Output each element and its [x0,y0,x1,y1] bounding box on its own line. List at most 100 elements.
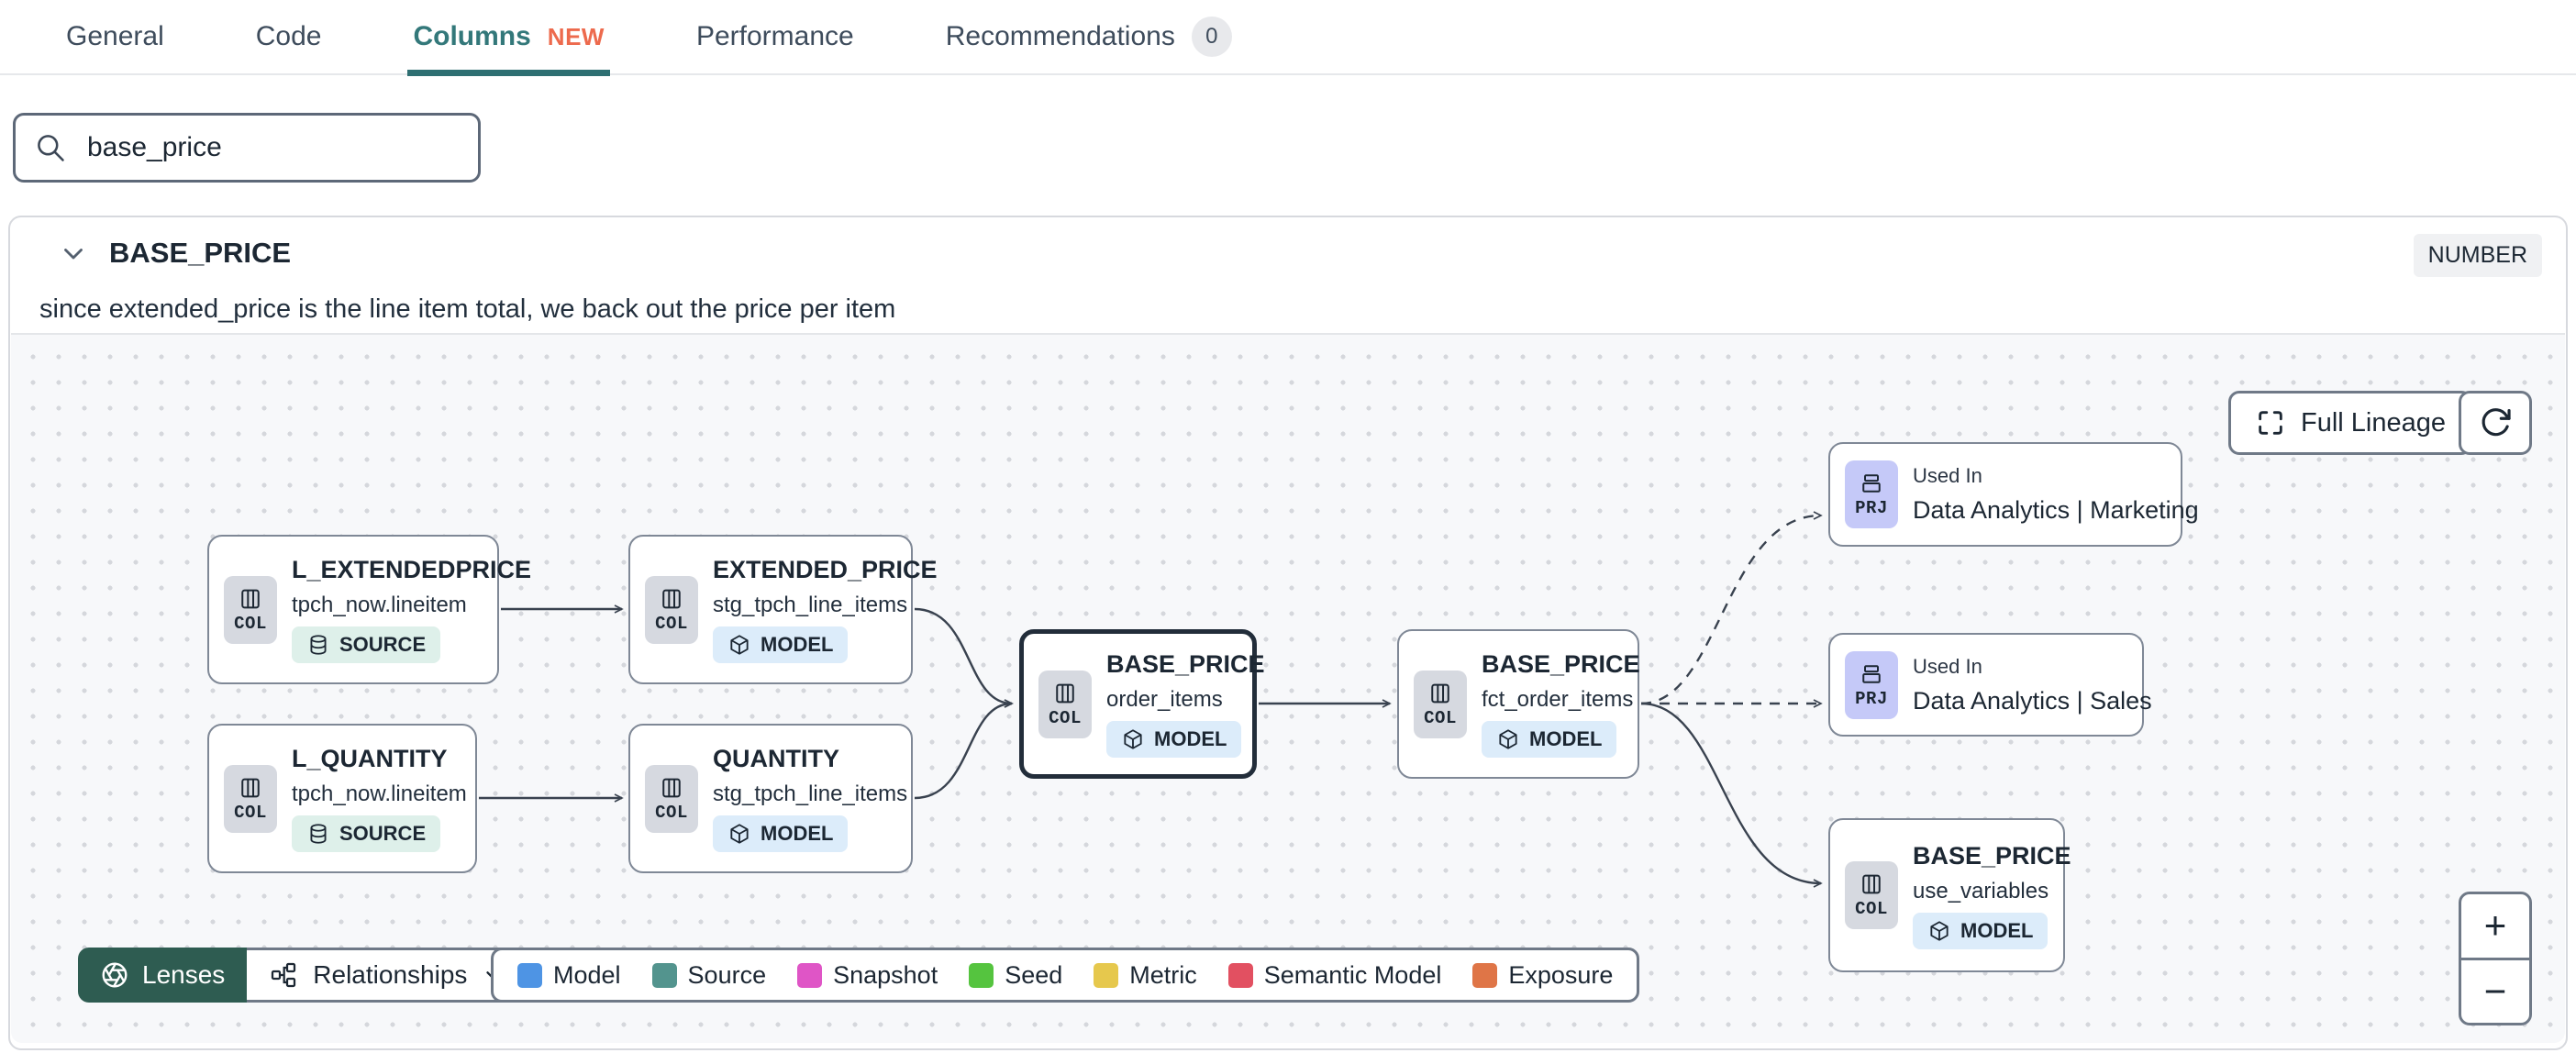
legend-item-metric: Metric [1094,961,1197,990]
node-title: Data Analytics | Sales [1913,686,2152,715]
project-icon [1862,664,1881,683]
legend-swatch [1472,962,1498,988]
tab-code[interactable]: Code [256,0,322,74]
lenses-group: Lenses Relationships [78,948,531,1003]
chip-label: PRJ [1855,498,1888,518]
tab-performance[interactable]: Performance [696,0,854,74]
zoom-in-button[interactable]: + [2461,894,2529,960]
column-chip: COL [1038,670,1092,738]
node-title: BASE_PRICE [1106,650,1265,678]
full-lineage-button[interactable]: Full Lineage [2228,391,2472,455]
model-badge: MODEL [713,815,849,852]
lineage-node-quantity[interactable]: COL QUANTITY stg_tpch_line_items MODEL [628,724,913,873]
lenses-button[interactable]: Lenses [78,948,248,1003]
columns-icon [241,589,260,608]
node-subtitle: order_items [1106,687,1223,712]
tab-general[interactable]: General [66,0,164,74]
chip-label: COL [1855,899,1888,919]
node-title: QUANTITY [713,745,839,772]
column-chip: COL [224,575,277,644]
refresh-button[interactable] [2459,391,2532,455]
node-title: BASE_PRICE [1913,841,2071,870]
legend-swatch [517,962,542,988]
tab-label: Performance [695,21,854,51]
refresh-icon [2482,408,2511,437]
lineage-node-used-in-sales[interactable]: PRJ Used In Data Analytics | Sales [1828,633,2152,737]
column-chip: COL [224,764,277,833]
columns-icon [662,778,681,797]
node-title: L_QUANTITY [292,745,448,772]
lineage-graph[interactable]: COL L_EXTENDEDPRICE tpch_now.lineitem SO… [11,333,2565,1043]
node-subtitle: fct_order_items [1482,687,1634,712]
node-subtitle: tpch_now.lineitem [292,781,467,806]
node-title: L_EXTENDEDPRICE [292,556,532,583]
chevron-down-icon[interactable] [58,238,89,269]
legend-swatch [1094,962,1119,988]
columns-icon [241,778,260,797]
lineage-node-base-price-order-items[interactable]: COL BASE_PRICE order_items MODEL [1019,629,1265,779]
model-badge: MODEL [1482,721,1617,758]
column-chip: COL [645,764,698,833]
zoom-controls: + − [2459,892,2532,1025]
model-badge: MODEL [1106,721,1242,758]
column-description: since extended_price is the line item to… [39,294,896,324]
lineage-legend: Model Source Snapshot Seed Metric Semant… [491,948,1640,1003]
columns-icon [662,589,681,608]
lineage-edges [479,511,1823,888]
lineage-node-base-price-use-variables[interactable]: COL BASE_PRICE use_variables MODEL [1828,818,2071,972]
cube-icon [730,635,749,655]
aperture-icon [102,962,128,988]
used-in-label: Used In [1913,654,1982,678]
legend-item-model: Model [517,961,621,990]
lineage-node-l-quantity[interactable]: COL L_QUANTITY tpch_now.lineitem SOURCE [207,724,477,873]
legend-swatch [651,962,677,988]
column-chip: COL [645,575,698,644]
columns-icon [1431,683,1449,703]
graph-icon [272,962,296,988]
cube-icon [1124,729,1142,749]
database-icon [310,635,327,655]
project-chip: PRJ [1845,650,1898,719]
legend-item-exposure: Exposure [1472,961,1613,990]
chip-label: COL [655,613,688,634]
lineage-node-base-price-fct-order-items[interactable]: COL BASE_PRICE fct_order_items MODEL [1397,629,1640,779]
used-in-label: Used In [1913,464,1982,487]
legend-item-source: Source [651,961,766,990]
search-input[interactable] [87,132,460,163]
tab-recommendations[interactable]: Recommendations 0 [946,0,1232,74]
lineage-node-used-in-marketing[interactable]: PRJ Used In Data Analytics | Marketing [1828,442,2199,547]
project-icon [1862,474,1881,493]
cube-icon [730,824,749,844]
column-search[interactable] [13,113,481,183]
zoom-out-button[interactable]: − [2483,969,2507,1013]
node-subtitle: stg_tpch_line_items [713,593,908,617]
legend-swatch [1227,962,1253,988]
legend-item-semantic-model: Semantic Model [1227,961,1441,990]
tab-columns[interactable]: Columns NEW [407,0,610,76]
tab-label: Columns [413,21,531,51]
legend-swatch [969,962,994,988]
node-title: EXTENDED_PRICE [713,556,938,583]
node-subtitle: use_variables [1913,878,2049,903]
tab-label: General [66,21,164,51]
column-panel-header[interactable]: BASE_PRICE NUMBER [10,217,2566,289]
relationships-dropdown[interactable]: Relationships [247,948,531,1003]
node-title: BASE_PRICE [1482,650,1640,678]
node-title: Data Analytics | Marketing [1913,496,2199,524]
source-badge: SOURCE [292,626,441,663]
legend-item-seed: Seed [969,961,1062,990]
chip-label: COL [234,613,267,634]
chip-label: COL [1424,707,1457,728]
columns-icon [1056,683,1074,703]
database-icon [310,824,327,844]
legend-item-snapshot: Snapshot [797,961,938,990]
column-chip: COL [1845,861,1898,929]
chip-label: COL [234,802,267,823]
tab-label: Recommendations [945,21,1175,51]
lineage-node-l-extendedprice[interactable]: COL L_EXTENDEDPRICE tpch_now.lineitem SO… [207,535,531,684]
node-subtitle: tpch_now.lineitem [292,593,467,617]
model-badge: MODEL [1913,912,2049,949]
chip-label: COL [655,802,688,823]
lineage-node-extended-price[interactable]: COL EXTENDED_PRICE stg_tpch_line_items M… [628,535,938,684]
